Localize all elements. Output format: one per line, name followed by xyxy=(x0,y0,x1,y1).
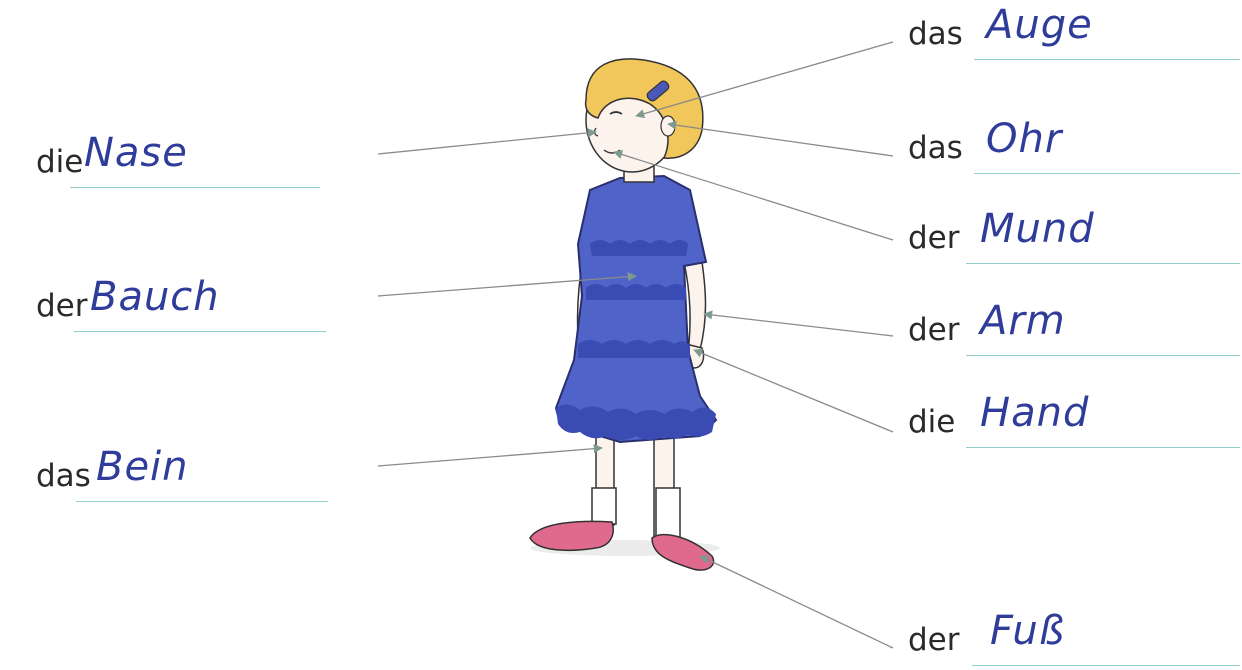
pointer-ohr xyxy=(668,124,893,156)
pointer-bein xyxy=(378,448,602,466)
label-arm: der Arm xyxy=(900,296,1240,356)
article-nase: die xyxy=(36,144,83,180)
answer-line-arm xyxy=(966,355,1240,356)
article-bein: das xyxy=(36,458,91,494)
answer-bein[interactable]: Bein xyxy=(96,444,189,490)
answer-line-hand xyxy=(966,447,1240,448)
ear xyxy=(661,116,675,136)
ruffle-middle xyxy=(586,284,686,300)
label-fuss: der Fuß xyxy=(900,606,1240,666)
answer-line-bein xyxy=(76,501,328,502)
answer-line-mund xyxy=(966,263,1240,264)
answer-mund[interactable]: Mund xyxy=(980,206,1095,252)
label-bein: das Bein xyxy=(28,442,330,502)
label-auge: das Auge xyxy=(900,0,1240,60)
pointer-fuss xyxy=(700,556,893,648)
answer-nase[interactable]: Nase xyxy=(84,130,188,176)
answer-line-ohr xyxy=(974,173,1240,174)
answer-hand[interactable]: Hand xyxy=(980,390,1089,436)
answer-ohr[interactable]: Ohr xyxy=(986,116,1062,162)
article-bauch: der xyxy=(36,288,88,324)
label-nase: die Nase xyxy=(28,128,328,188)
label-mund: der Mund xyxy=(900,204,1240,264)
answer-line-auge xyxy=(974,59,1240,60)
answer-arm[interactable]: Arm xyxy=(980,298,1066,344)
label-bauch: der Bauch xyxy=(28,272,328,332)
left-sock xyxy=(592,488,616,524)
left-shoe xyxy=(530,521,613,550)
article-ohr: das xyxy=(908,130,963,166)
article-mund: der xyxy=(908,220,960,256)
pointer-hand xyxy=(694,350,893,432)
pointer-arm xyxy=(704,314,893,336)
answer-bauch[interactable]: Bauch xyxy=(90,274,220,320)
answer-auge[interactable]: Auge xyxy=(986,2,1093,48)
answer-line-bauch xyxy=(74,331,326,332)
label-ohr: das Ohr xyxy=(900,114,1240,174)
right-shoe xyxy=(652,535,714,570)
ruffle-top xyxy=(590,240,688,256)
article-hand: die xyxy=(908,404,955,440)
right-sock xyxy=(656,488,680,540)
label-hand: die Hand xyxy=(900,388,1240,448)
pointer-nase xyxy=(378,132,596,154)
answer-line-nase xyxy=(70,187,320,188)
answer-fuss[interactable]: Fuß xyxy=(990,608,1065,654)
answer-line-fuss xyxy=(972,665,1240,666)
article-auge: das xyxy=(908,16,963,52)
article-fuss: der xyxy=(908,622,960,658)
article-arm: der xyxy=(908,312,960,348)
